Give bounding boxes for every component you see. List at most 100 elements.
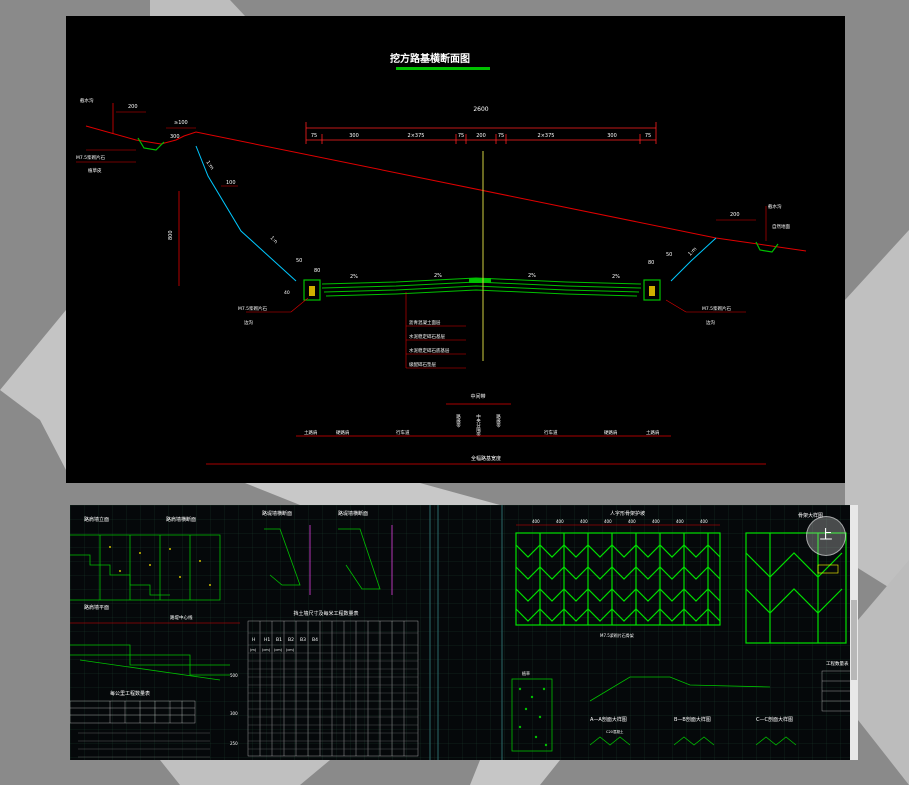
left-title-2: 路肩墙横断面 [166,516,196,523]
layer-2: 水泥稳定碎石基层 [409,333,445,340]
row-h-3: 250 [230,741,238,746]
table-rows [248,632,418,750]
quantity-table [247,620,419,757]
dim400-5: 400 [628,519,636,524]
left-plant: 植草皮 [88,167,102,174]
notes-lines [78,732,210,758]
layer-4: 级配碎石垫层 [409,361,436,368]
left-part-2: 硬路肩 [336,429,350,436]
median-part-2: 中央分隔带 [476,413,481,438]
detail-sheet-svg: 路肩墙立面 路肩墙横断面 路堤墙横断面 路堤墙横断面 路肩墙平面 路堤中心线 [70,505,858,760]
row-h-1: 500 [230,673,238,678]
dim-seg-5: 200 [476,133,486,139]
left-slope-1: 1:m [204,160,215,172]
plant-label: 植草 [522,670,530,676]
dim-seg-8: 300 [607,133,617,139]
right-50: 50 [666,252,672,258]
right-title-2: 骨架大样图 [798,512,823,519]
left-intercept-ditch [137,137,165,151]
th-1: H [252,637,255,643]
th-3: B1 [276,637,282,643]
grade-3: 2% [528,273,536,279]
left-ge100: ≥100 [174,120,188,126]
dim-seg-7: 2×375 [538,133,555,139]
right-slope [670,237,717,282]
grade-4: 2% [612,274,620,280]
top-dimension [305,122,657,144]
dim-seg-4: 75 [458,133,464,139]
drawing-title: 挖方路基横断面图 [390,52,470,65]
wall-hatch [109,546,211,586]
left-side-label2: 边沟 [244,319,253,326]
table-title: 挡土墙尺寸及每米工程数量表 [293,610,358,617]
tu-2: (cm) [262,648,271,652]
right-title-6: 工程数量表 [826,660,849,667]
right-200: 200 [730,212,740,218]
layer-3: 水泥稳定碎石底基层 [409,347,450,354]
th-4: B2 [288,637,294,643]
layer-leaders [405,292,466,369]
right-part-1: 行车道 [544,429,558,436]
dim-total: 2600 [473,106,488,113]
grade-2: 2% [434,273,442,279]
right-side-label2: 边沟 [706,319,715,326]
gravel-detail [511,678,553,752]
zoom-icon[interactable]: 上 [806,516,846,556]
zoom-label: 上 [819,528,833,543]
sub-title: 路堤中心线 [170,614,193,621]
median-label: 中间带 [470,393,485,400]
dim400-4: 400 [604,519,612,524]
right-ditch-label: 截水沟 [768,203,782,210]
th-6: B4 [312,637,318,643]
section-sketches [589,736,797,746]
dim-seg-1: 75 [311,133,317,139]
right-slope: 1:m [687,246,698,257]
cross-section-drawing[interactable]: 挖方路基横断面图 2600 75 300 2×375 75 200 75 2×3… [66,16,845,483]
left-slope [195,145,297,282]
detail-sheet[interactable]: 路肩墙立面 路肩墙横断面 路堤墙横断面 路堤墙横断面 路肩墙平面 路堤中心线 [70,505,858,760]
median-part-3: 路缘带 [496,413,501,429]
left-800: 800 [168,230,174,240]
wall-elevation [70,534,230,681]
frame-label: M7.5浆砌片石骨架 [600,632,634,638]
left-m75: M7.5浆砌片石 [76,154,106,161]
left-slope-2: 1:n [269,235,279,245]
dim400-1: 400 [532,519,540,524]
left-50: 50 [296,258,302,264]
right-intercept-ditch [755,241,779,253]
left-ditch-label: 截水沟 [80,97,94,104]
dim400-7: 400 [676,519,684,524]
row-h-2: 300 [230,711,238,716]
table2-title: 每公里工程数量表 [110,690,150,697]
left-title-3b: 路堤墙横断面 [338,510,368,517]
dim400-2: 400 [556,519,564,524]
left-title-1: 路肩墙立面 [84,516,109,523]
left-h40: 40 [284,290,290,296]
cross-section-svg: 挖方路基横断面图 2600 75 300 2×375 75 200 75 2×3… [76,52,807,465]
ground-line [85,125,807,252]
median-part-1: 路缘带 [456,413,461,429]
tu-3: (cm) [274,648,283,652]
wall-sections [264,525,393,595]
left-part-1: 土路肩 [304,429,318,436]
right-part-2: 硬路肩 [604,429,618,436]
left-200: 200 [128,104,138,110]
median-top [469,278,491,283]
total-width-label: 全幅路基宽度 [471,455,501,462]
right-side-ditch [643,279,661,301]
layer-1: 沥青混凝土面层 [409,319,441,326]
quantity-table-2 [70,700,196,724]
scrollbar-thumb[interactable] [851,600,857,680]
dim-seg-3: 2×375 [408,133,425,139]
tu-4: (cm) [286,648,295,652]
th-2: H1 [264,637,270,643]
right-part-3: 土路肩 [646,429,660,436]
grade-1: 2% [350,274,358,280]
dim400-8: 400 [700,519,708,524]
right-title-1: 人字形骨架护坡 [610,510,645,517]
th-5: B3 [300,637,306,643]
section-title-cc: C—C剖面大样图 [756,716,793,723]
gravel-hatch [518,687,548,747]
herringbone-frame [515,532,721,626]
